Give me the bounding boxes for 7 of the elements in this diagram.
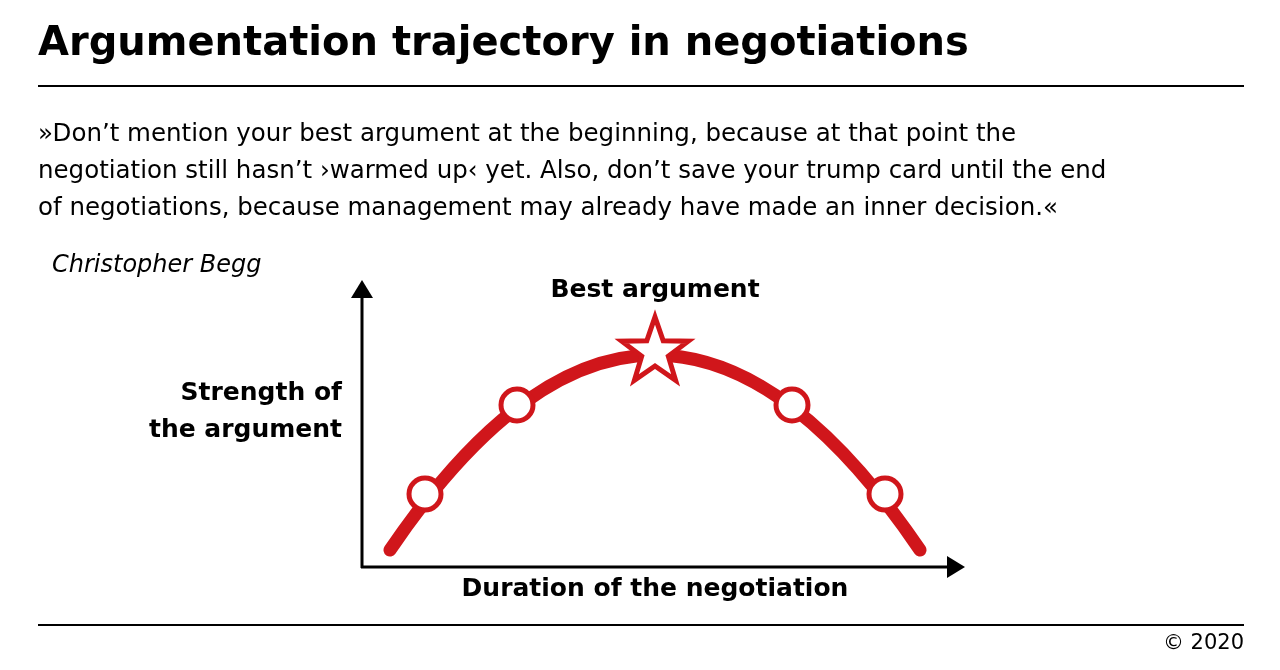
title: Argumentation trajectory in negotiations: [38, 18, 969, 64]
axis-label: Strength of the argument: [147, 376, 342, 445]
author-name: Christopher Begg: [52, 250, 262, 278]
axis-label: Duration of the negotiation: [460, 573, 850, 602]
copyright-note: © 2020: [1162, 630, 1244, 654]
peak-label: Best argument: [549, 274, 761, 303]
quote-text: »Don’t mention your best argument at the beginning, because at that point the negotiation still hasn’t ›warmed up‹ yet. Also, don’t save your trump card until the end of negotiations, because management may already have made an inner decision.«: [38, 117, 1108, 223]
